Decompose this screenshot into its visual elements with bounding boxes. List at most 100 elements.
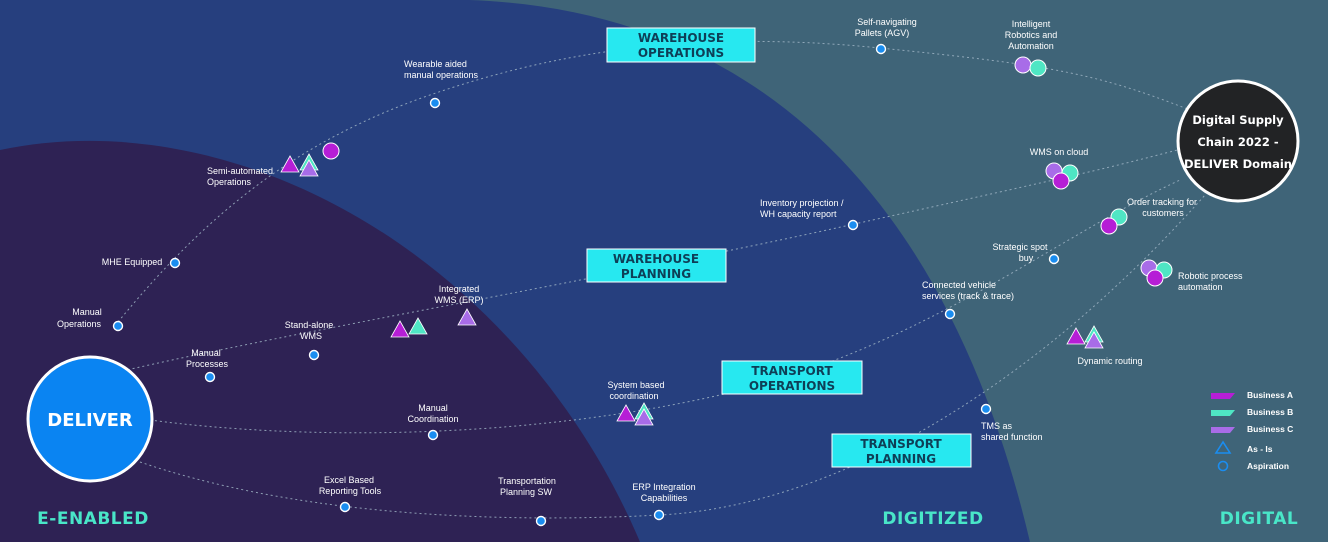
domain-title-circle [1176,79,1300,203]
zone-label-e-enabled: E-ENABLED [37,509,149,529]
zone-label-digitized: DIGITIZED [882,509,983,529]
label-wms-cloud: WMS on cloud [1030,147,1089,157]
label-inventory-projection-2: WH capacity report [760,209,837,219]
label-inventory-projection-1: Inventory projection / [760,198,844,208]
aspiration-dot-erp-integration[interactable] [653,509,665,521]
business-a-triangle[interactable] [280,155,300,173]
label-connected-vehicle-1: Connected vehicle [922,280,996,290]
stream-transport-operations[interactable]: TRANSPORT OPERATIONS [721,360,863,395]
label-strategic-spot-1: Strategic spot [992,242,1048,252]
transport-planning-path [139,194,1206,519]
stream-warehouse-operations[interactable]: WAREHOUSE OPERATIONS [606,27,756,63]
business-a-triangle[interactable] [390,320,410,338]
label-standalone-wms-1: Stand-alone [285,320,334,330]
as-is-triangles [280,153,1104,426]
label-dynamic-routing: Dynamic routing [1077,356,1142,366]
business-c-triangle[interactable] [634,408,654,426]
stream-label-line2: PLANNING [621,267,691,281]
label-intelligent-robotics-1: Intelligent [1012,19,1051,29]
stream-box [606,27,756,63]
business-c-triangle[interactable] [1084,331,1104,349]
label-connected-vehicle-2: services (track & trace) [922,291,1014,301]
e-enabled-zone-bg [0,140,640,542]
label-manual-coordination-1: Manual [418,403,448,413]
label-semi-automated-2: Operations [207,177,252,187]
stream-box [586,248,727,283]
label-integrated-wms-2: WMS (ERP) [435,295,484,305]
stream-warehouse-planning[interactable]: WAREHOUSE PLANNING [586,248,727,283]
label-excel-reporting-2: Reporting Tools [319,486,382,496]
label-erp-integration-1: ERP Integration [632,482,695,492]
business-c-triangle[interactable] [299,159,319,177]
legend-as-is-label: As - Is [1247,444,1273,454]
zone-label-digital: DIGITAL [1220,509,1298,529]
aspiration-dot-manual-coordination[interactable] [427,429,439,441]
aspiration-dot-mhe-equipped[interactable] [169,257,181,269]
deliver-circle [26,355,154,483]
stream-label-line1: WAREHOUSE [613,252,699,266]
domain-title-node: Digital Supply Chain 2022 - DELIVER Doma… [1176,79,1300,203]
aspiration-dot-standalone-wms[interactable] [308,349,320,361]
stream-label-line1: WAREHOUSE [638,31,724,45]
label-robotic-process-1: Robotic process [1178,271,1243,281]
label-tms-shared-2: shared function [981,432,1043,442]
label-manual-processes-2: Processes [186,359,229,369]
circle-icon [1217,460,1229,472]
label-mhe-equipped: MHE Equipped [102,257,163,267]
aspiration-dot-strategic-spot[interactable] [1048,253,1060,265]
business-a-circle[interactable] [1052,172,1070,190]
label-manual-coordination-2: Coordination [407,414,458,424]
deliver-node[interactable]: DELIVER [26,355,154,483]
legend-business-a-swatch [1211,393,1235,399]
triangle-icon [1214,440,1232,454]
aspiration-dot-tms-shared[interactable] [980,403,992,415]
legend-business-c-swatch [1211,427,1235,433]
business-a-triangle[interactable] [1066,327,1086,345]
aspiration-dot-connected-vehicle[interactable] [944,308,956,320]
label-tms-shared-1: TMS as [981,421,1013,431]
stream-label-line1: TRANSPORT [860,437,942,451]
business-a-triangle[interactable] [616,404,636,422]
aspiration-dot-wearable[interactable] [429,97,441,109]
aspiration-dot-manual-processes[interactable] [204,371,216,383]
aspiration-dot-self-navigating[interactable] [875,43,887,55]
warehouse-planning-path [117,147,1186,373]
label-transportation-sw-2: Planning SW [500,487,553,497]
domain-title-line2: Chain 2022 - [1197,135,1279,149]
label-intelligent-robotics-2: Robotics and [1005,30,1058,40]
aspiration-dot-inventory-projection[interactable] [847,219,859,231]
stream-box [721,360,863,395]
aspiration-dot-excel-reporting[interactable] [339,501,351,513]
aspiration-dot-transportation-sw[interactable] [535,515,547,527]
business-c-triangle[interactable] [457,308,477,326]
label-self-navigating-2: Pallets (AGV) [855,28,910,38]
business-b-circle[interactable] [1029,59,1047,77]
label-erp-integration-2: Capabilities [641,493,688,503]
legend-aspiration-label: Aspiration [1247,461,1289,471]
business-c-circle[interactable] [1014,56,1032,74]
aspiration-dot-manual-operations[interactable] [112,320,124,332]
business-a-circle[interactable] [1146,269,1164,287]
point-labels: Manual Operations MHE Equipped Semi-auto… [57,17,1243,503]
business-a-circle[interactable] [322,142,340,160]
stream-label-line2: OPERATIONS [638,46,724,60]
domain-title-line1: Digital Supply [1192,113,1284,127]
label-transportation-sw-1: Transportation [498,476,556,486]
label-integrated-wms-1: Integrated [439,284,480,294]
aspiration-markers [112,43,1060,527]
label-standalone-wms-2: WMS [300,331,322,341]
business-b-triangle[interactable] [408,317,428,335]
label-wearable-2: manual operations [404,70,479,80]
label-robotic-process-2: automation [1178,282,1223,292]
legend-business-b-label: Business B [1247,407,1293,417]
label-manual-operations-2: Operations [57,319,102,329]
business-a-circle[interactable] [1100,217,1118,235]
label-manual-operations-1: Manual [72,307,102,317]
label-wearable-1: Wearable aided [404,59,467,69]
stream-transport-planning[interactable]: TRANSPORT PLANNING [831,433,972,468]
stream-label-line2: PLANNING [866,452,936,466]
label-strategic-spot-2: buy [1019,253,1034,263]
label-order-tracking-1: Order tracking for [1127,197,1197,207]
